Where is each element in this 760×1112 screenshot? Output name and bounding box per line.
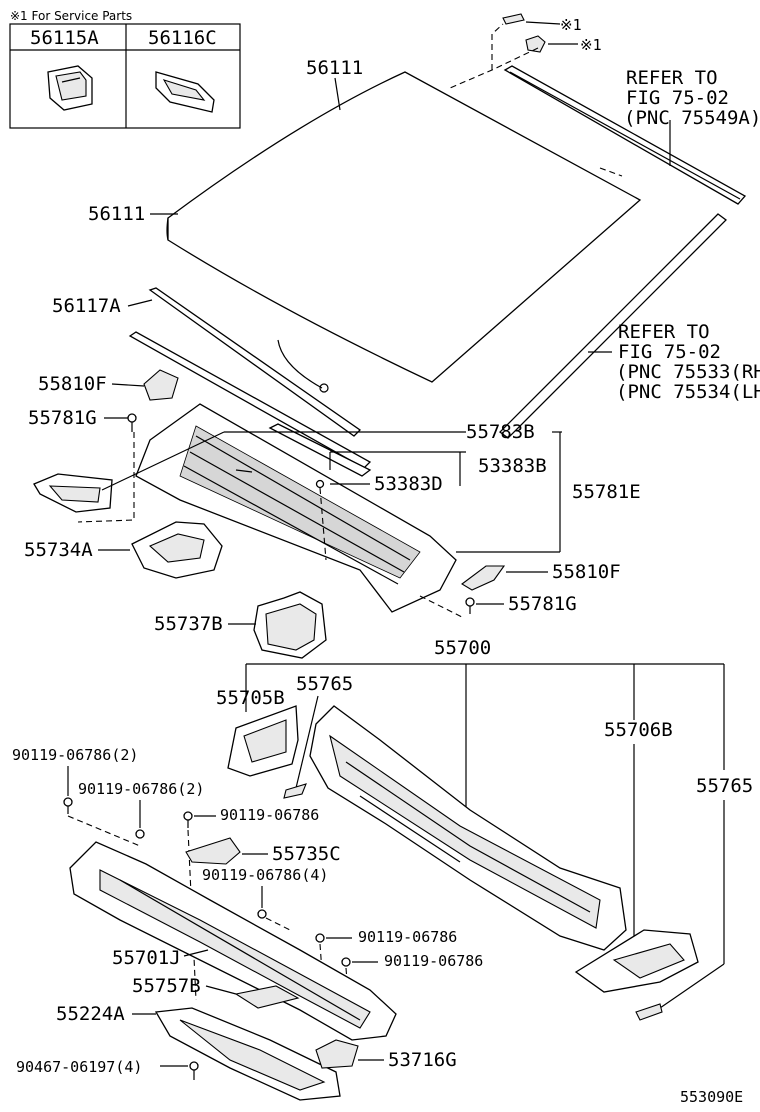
label-bolt-3: 90119-06786 [220, 806, 319, 824]
ref1-line2: FIG 75-02 [626, 87, 729, 109]
bolt-2 [135, 829, 145, 839]
screw-55781G-a [127, 413, 137, 432]
ref1-line1: REFER TO [626, 67, 718, 89]
label-55706B: 55706B [604, 719, 673, 741]
label-55781G-a: 55781G [28, 407, 97, 429]
label-55705B: 55705B [216, 687, 285, 709]
service-code-left: 56115A [30, 27, 99, 49]
label-55783B: 55783B [466, 421, 535, 443]
label-56111-left: 56111 [88, 203, 145, 225]
label-55224A: 55224A [56, 1003, 125, 1025]
ref2-line1: REFER TO [618, 321, 710, 343]
strip-55765-b [635, 1003, 663, 1021]
label-55810F-a: 55810F [38, 373, 107, 395]
label-55700: 55700 [434, 637, 491, 659]
side-molding-strip [499, 213, 727, 439]
ref2-line4: (PNC 75534(LH) [616, 381, 760, 403]
label-55701J: 55701J [112, 947, 181, 969]
clip-56115A-illustration [47, 65, 93, 111]
bolt-7 [189, 1061, 199, 1080]
roof-molding-strip [503, 65, 747, 205]
molding-56117A [128, 287, 372, 469]
label-bolt-2: 90119-06786(2) [78, 780, 204, 798]
plate-55757B [234, 985, 300, 1009]
service-mark-a: ※1 [560, 16, 582, 34]
top-clips: ※1 ※1 [449, 13, 602, 89]
label-53716G: 53716G [388, 1049, 457, 1071]
label-bolt-6: 90119-06786 [384, 952, 483, 970]
louver-side-piece [33, 473, 113, 513]
label-bolt-7: 90467-06197(4) [16, 1058, 142, 1076]
ref1-line3: (PNC 75549A) [624, 107, 760, 129]
bolt-1 [63, 797, 73, 814]
label-56117A: 56117A [52, 295, 121, 317]
label-55781E: 55781E [572, 481, 641, 503]
bracket-55706B [574, 929, 699, 993]
cowl-louver-55781E [135, 403, 457, 613]
service-mark-b: ※1 [580, 36, 602, 54]
panel-55737B [253, 591, 327, 659]
label-55735C: 55735C [272, 843, 341, 865]
label-53383D: 53383D [374, 473, 443, 495]
bolt-6 [341, 957, 351, 967]
service-code-right: 56116C [148, 27, 217, 49]
service-note: ※1 For Service Parts [10, 9, 132, 23]
service-parts-box: ※1 For Service Parts 56115A 56116C [9, 9, 241, 129]
label-55765-a: 55765 [296, 673, 353, 695]
label-56111-top: 56111 [306, 57, 363, 79]
bracket-55810F-top [143, 369, 179, 401]
screw-55781G-b [465, 597, 475, 614]
bracket-55705B [227, 705, 299, 777]
label-55734A: 55734A [24, 539, 93, 561]
bolt-3 [183, 811, 193, 828]
label-bolt-5: 90119-06786 [358, 928, 457, 946]
label-55765-b: 55765 [696, 775, 753, 797]
figure-id: 553090E [680, 1088, 743, 1106]
seal-55734A [131, 521, 223, 579]
label-55781G-b: 55781G [508, 593, 577, 615]
lower-cowl-55701J [69, 841, 397, 1041]
ref2-line3: (PNC 75533(RH) [616, 361, 760, 383]
louver-mesh-area [179, 425, 421, 579]
label-bolt-4: 90119-06786(4) [202, 866, 328, 884]
bracket-55735C [185, 837, 241, 865]
clip-53383D [315, 479, 325, 489]
panel-55224A [154, 1007, 341, 1101]
bracket-53716G [315, 1039, 359, 1069]
cowl-seal-53383B [268, 423, 372, 477]
label-bolt-1: 90119-06786(2) [12, 746, 138, 764]
label-53383B: 53383B [478, 455, 547, 477]
clip-56116C-illustration [155, 71, 215, 113]
service-box-frame [9, 23, 241, 129]
ref2-line2: FIG 75-02 [618, 341, 721, 363]
windshield-glass-56111 [166, 71, 642, 393]
label-55757B: 55757B [132, 975, 201, 997]
cowl-panel-55700 [309, 705, 627, 951]
label-55737B: 55737B [154, 613, 223, 635]
bolt-5 [315, 933, 325, 943]
strip-55765-a [283, 783, 307, 799]
label-55810F-b: 55810F [552, 561, 621, 583]
bolt-4 [257, 909, 267, 919]
bracket-55810F-right [461, 565, 506, 591]
